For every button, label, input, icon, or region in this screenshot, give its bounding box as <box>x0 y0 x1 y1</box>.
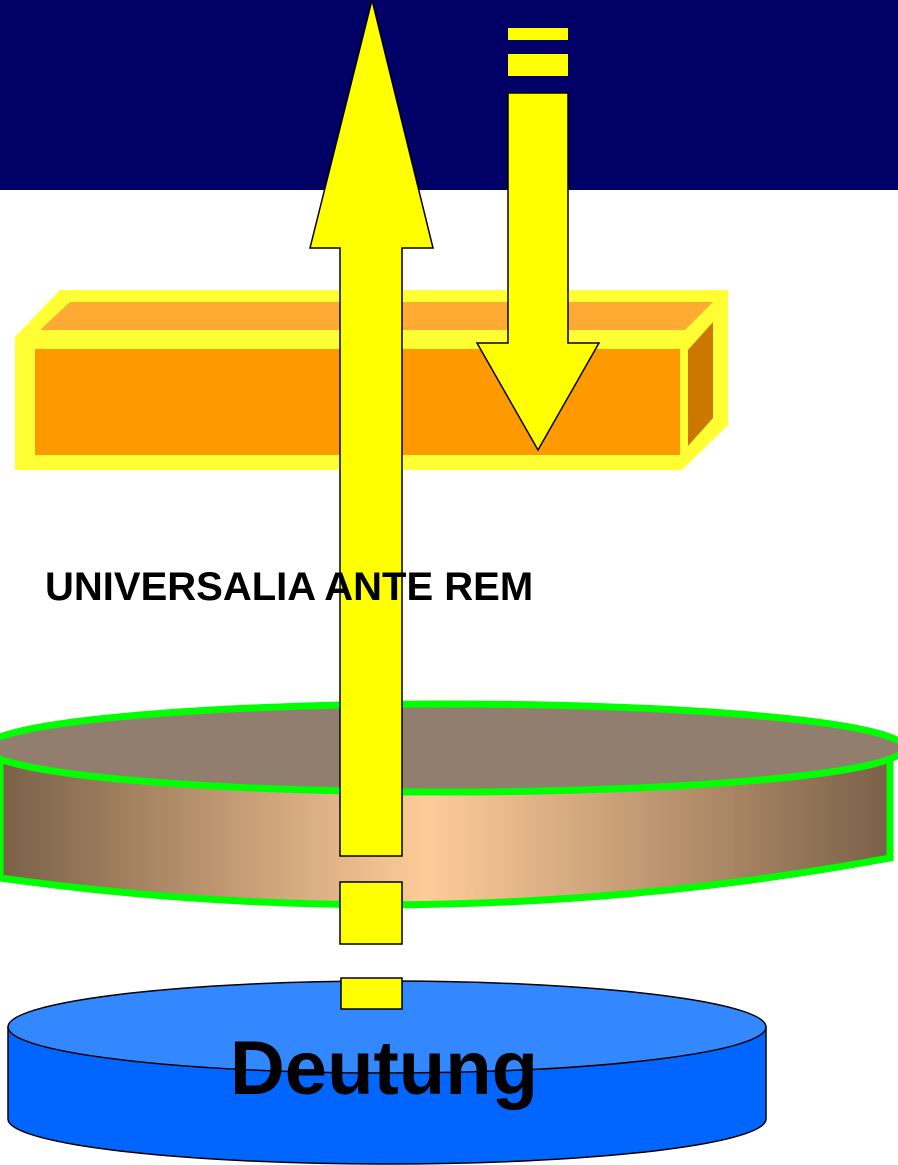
universalia-label: UNIVERSALIA ANTE REM <box>45 565 533 609</box>
base-label: Deutung <box>230 1026 538 1111</box>
down-arrow-body <box>475 92 601 452</box>
up-arrow <box>309 0 434 945</box>
up-arrow-dash-1 <box>339 881 403 945</box>
blue-cylinder <box>7 977 767 1165</box>
up-arrow-dash-2 <box>340 977 403 1010</box>
down-arrow-dash-2 <box>508 54 568 76</box>
up-arrow-body <box>309 0 434 857</box>
header-band <box>0 0 898 190</box>
down-arrow-dash-1 <box>508 28 568 40</box>
beam-side-face <box>688 322 713 446</box>
down-arrow <box>475 28 601 452</box>
disc-top <box>0 700 898 796</box>
disc <box>0 700 898 909</box>
